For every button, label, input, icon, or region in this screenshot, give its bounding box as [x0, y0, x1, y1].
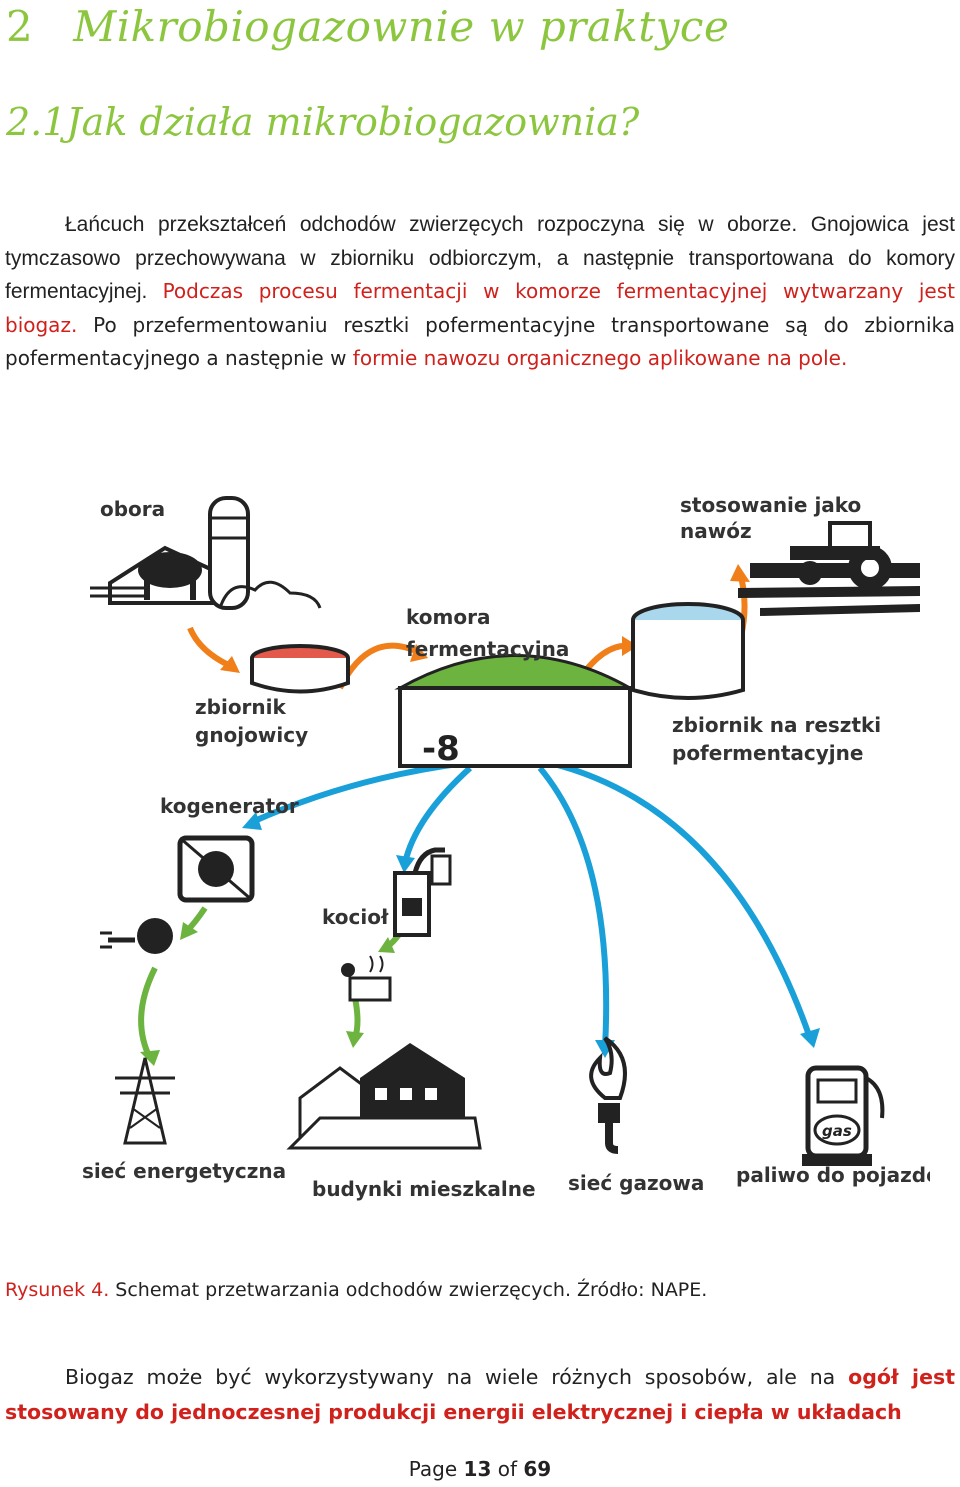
- svg-text:-8: -8: [422, 729, 460, 769]
- tractor-icon: [738, 521, 920, 616]
- intro-paragraph: Łańcuch przekształceń odchodów zwierzęcy…: [5, 208, 955, 376]
- label-barn: obora: [100, 497, 165, 521]
- label-gas-pump: gas: [822, 1122, 852, 1140]
- houses-icon: [286, 1043, 482, 1150]
- plug-icon: [100, 918, 173, 954]
- chapter-heading: 2 Mikrobiogazownie w praktyce: [6, 2, 729, 51]
- label-digestate-2: pofermentacyjne: [672, 741, 863, 765]
- arrow-heating-to-houses: [352, 997, 361, 1039]
- label-slurry-2: gnojowicy: [195, 723, 308, 747]
- section-heading: 2.1Jak działa mikrobiogazownia?: [6, 100, 640, 144]
- label-fertilizer-2: nawóz: [680, 519, 752, 543]
- fermentation-chamber-icon: -8: [394, 654, 636, 769]
- label-chamber-1: komora: [406, 605, 490, 629]
- arrow-plug-to-power-grid: [138, 966, 158, 1060]
- footer-of-word: of: [491, 1457, 524, 1481]
- arrow-chamber-to-fuel: [549, 760, 813, 1039]
- para1-text-b: Po przefermentowaniu resztki pofermentac…: [5, 312, 955, 371]
- label-power-grid: sieć energetyczna: [82, 1159, 286, 1183]
- label-fuel: paliwo do pojazdów: [736, 1163, 930, 1187]
- label-fertilizer-1: stosowanie jako: [680, 493, 861, 517]
- boiler-icon: [393, 847, 452, 937]
- para2-highlight: ogół jest stosowany do jednoczesnej prod…: [5, 1365, 955, 1424]
- arrow-chamber-to-digestate-head: [622, 636, 638, 656]
- slurry-tank-icon: [250, 644, 350, 694]
- chapter-number: 2: [6, 2, 34, 51]
- radiator-icon: [341, 955, 392, 1002]
- caption-text: Schemat przetwarzania odchodów zwierzęcy…: [109, 1279, 708, 1301]
- arrow-chamber-to-boiler-head: [396, 855, 415, 873]
- arrow-chamber-to-cogenerator-head: [242, 812, 262, 830]
- arrow-plug-to-power-grid-head: [140, 1050, 160, 1066]
- barn-icon: [90, 496, 322, 610]
- footer-current-page: 13: [463, 1457, 492, 1481]
- label-gas-grid: sieć gazowa: [568, 1171, 704, 1195]
- label-cogenerator: kogenerator: [160, 794, 299, 818]
- arrow-tank-to-chamber-head: [410, 644, 428, 662]
- footer-total-pages: 69: [523, 1457, 552, 1481]
- body-paragraph-2: Biogaz może być wykorzystywany na wiele …: [5, 1360, 955, 1430]
- arrow-barn-to-tank-head: [220, 656, 240, 673]
- para1-highlight-fertilizer: formie nawozu organicznego aplikowane na…: [352, 346, 848, 370]
- chapter-title: Mikrobiogazownie w praktyce: [73, 2, 730, 51]
- label-houses: budynki mieszkalne: [312, 1177, 536, 1201]
- label-boiler: kocioł: [322, 905, 389, 929]
- arrow-boiler-to-heating-head: [378, 937, 395, 953]
- arrow-cogenerator-to-plug-head: [180, 922, 198, 940]
- label-chamber-2: fermentacyjna: [406, 637, 569, 661]
- footer-page-word: Page: [408, 1457, 464, 1481]
- figure-caption: Rysunek 4. Schemat przetwarzania odchodó…: [5, 1279, 707, 1301]
- arrow-chamber-to-fuel-head: [800, 1028, 820, 1048]
- label-slurry-1: zbiornik: [195, 695, 287, 719]
- digestate-tank-icon: [631, 602, 745, 700]
- para1-text-a: Łańcuch przekształceń odchodów zwierzęcy…: [5, 213, 955, 303]
- label-digestate-1: zbiornik na resztki: [672, 713, 881, 737]
- page-footer: Page 13 of 69: [0, 1457, 960, 1481]
- arrow-heating-to-houses-head: [346, 1031, 364, 1048]
- para2-text: Biogaz może być wykorzystywany na wiele …: [65, 1365, 849, 1389]
- para1-highlight-biogas: Podczas procesu fermentacji w komorze fe…: [5, 279, 955, 337]
- power-pylon-icon: [115, 1057, 175, 1145]
- arrow-chamber-to-boiler: [402, 765, 473, 864]
- cogenerator-icon: [177, 835, 255, 903]
- gas-flame-icon: [589, 1036, 627, 1154]
- arrow-digestate-to-field-head: [730, 564, 750, 582]
- biogas-process-diagram: obora stosowanie jako nawóz -8 komora fe…: [82, 493, 930, 1201]
- fuel-pump-icon: gas: [802, 1065, 885, 1166]
- arrow-chamber-to-gas-grid: [537, 766, 610, 1049]
- caption-prefix: Rysunek 4.: [5, 1279, 110, 1301]
